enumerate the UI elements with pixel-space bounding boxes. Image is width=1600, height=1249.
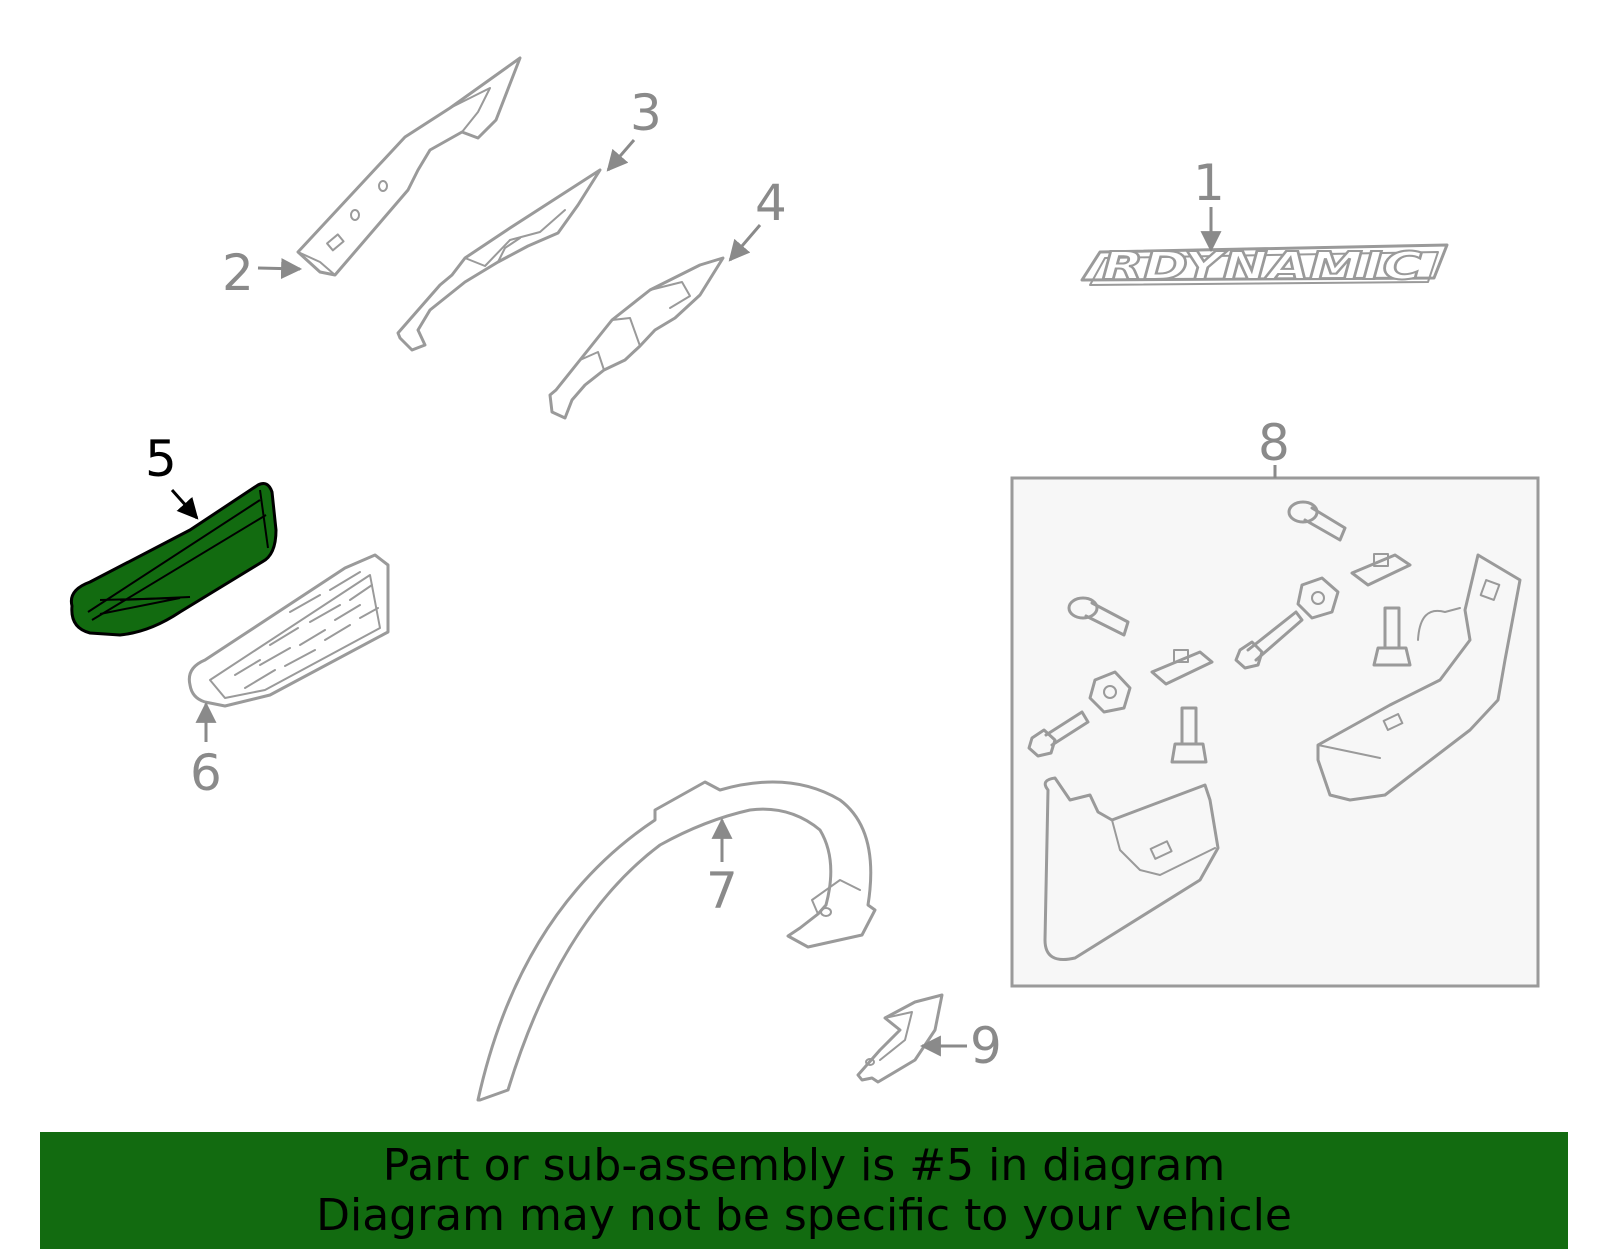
- part-3-strip: [396, 168, 602, 352]
- part-8-nut: [1296, 576, 1340, 620]
- leader-4: [728, 224, 762, 262]
- info-banner: Part or sub-assembly is #5 in diagram Di…: [40, 1132, 1568, 1249]
- part-4-bracket: [548, 256, 725, 420]
- callout-2: 2: [222, 244, 254, 302]
- part-8-front-mudflap: [1043, 776, 1220, 961]
- part-8-bolt: [1287, 500, 1347, 542]
- part-5-vent-highlighted: [69, 482, 278, 637]
- part-8-clip: [1350, 553, 1412, 587]
- part-1-emblem: RDYNAMIC: [1080, 243, 1449, 289]
- part-8-clip: [1150, 649, 1214, 686]
- part-8-kit-box: [1010, 476, 1540, 988]
- callout-9: 9: [970, 1017, 1002, 1075]
- callout-8: 8: [1258, 414, 1290, 472]
- emblem-text: RDYNAMIC: [1102, 244, 1422, 288]
- callout-1: 1: [1193, 154, 1225, 212]
- callout-6: 6: [190, 744, 222, 802]
- part-8-stud: [1372, 606, 1412, 667]
- part-2-bracket: [296, 56, 522, 277]
- part-8-rear-mudflap: [1316, 553, 1522, 802]
- callout-4: 4: [755, 174, 787, 232]
- part-8-hex-bolt: [1234, 610, 1304, 670]
- part-9-clip: [856, 993, 944, 1084]
- callout-3: 3: [630, 84, 662, 142]
- banner-line-part: Part or sub-assembly is #5 in diagram: [382, 1139, 1226, 1191]
- part-7-arch-moulding: [476, 780, 877, 1102]
- callout-5: 5: [145, 430, 177, 488]
- banner-line-disclaimer: Diagram may not be specific to your vehi…: [316, 1189, 1292, 1241]
- part-8-nut: [1088, 670, 1132, 714]
- leader-2: [257, 258, 303, 280]
- leader-3: [606, 139, 636, 172]
- part-8-hex-bolt: [1027, 710, 1090, 758]
- part-8-stud: [1170, 706, 1208, 764]
- part-6-grille: [187, 553, 390, 708]
- part-8-bolt: [1067, 596, 1130, 637]
- leader-5: [170, 489, 199, 520]
- callout-7: 7: [706, 862, 738, 920]
